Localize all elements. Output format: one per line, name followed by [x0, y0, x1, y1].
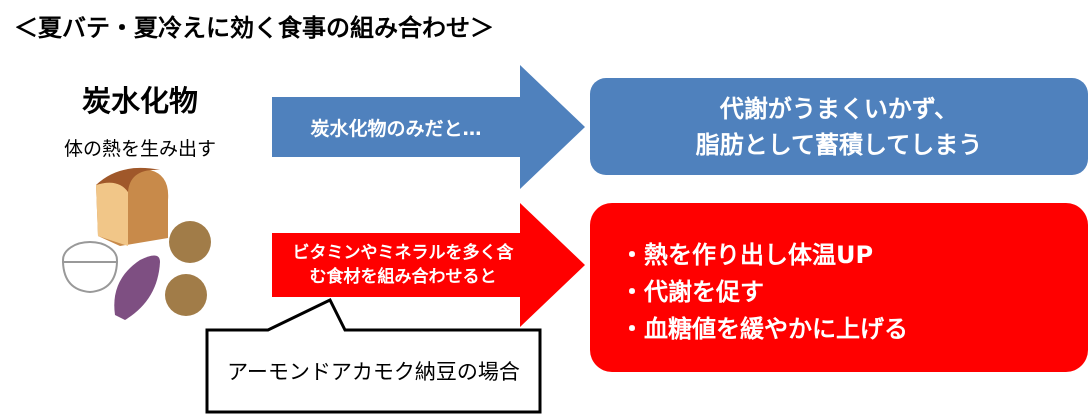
red-arrow-line: ビタミンやミネラルを多く含: [292, 243, 514, 263]
blue-arrow-label: 炭水化物のみだと…: [310, 117, 482, 140]
blue-result-box: 代謝がうまくいかず、 脂肪として蓄積してしまう: [590, 78, 1088, 175]
red-arrow-label: ビタミンやミネラルを多く含 む食材を組み合わせると: [272, 233, 534, 297]
page-title: ＜夏バテ・夏冷えに効く食事の組み合わせ＞: [14, 14, 494, 42]
potato-icon: [169, 221, 211, 263]
callout-text: アーモンドアカモク納豆の場合: [227, 360, 520, 384]
red-arrow: [272, 203, 585, 327]
benefit-item: ・血糖値を緩やかに上げる: [620, 315, 908, 343]
sweet-potato-icon: [114, 255, 160, 320]
red-arrow-line: む食材を組み合わせると: [309, 267, 497, 287]
carbohydrate-subheading: 体の熱を生み出す: [63, 138, 216, 160]
benefit-item: ・代謝を促す: [620, 278, 764, 306]
carbohydrate-heading: 炭水化物: [81, 84, 198, 118]
blue-box-line: 代謝がうまくいかず、: [719, 94, 959, 123]
red-result-box: ・熱を作り出し体温UP ・代謝を促す ・血糖値を緩やかに上げる: [590, 203, 1088, 372]
blue-box-line: 脂肪として蓄積してしまう: [695, 130, 983, 159]
food-illustration: [61, 167, 211, 320]
callout-shape: [205, 298, 542, 414]
potato-icon: [165, 274, 207, 316]
blue-arrow: [272, 65, 585, 189]
benefit-item: ・熱を作り出し体温UP: [620, 241, 874, 269]
